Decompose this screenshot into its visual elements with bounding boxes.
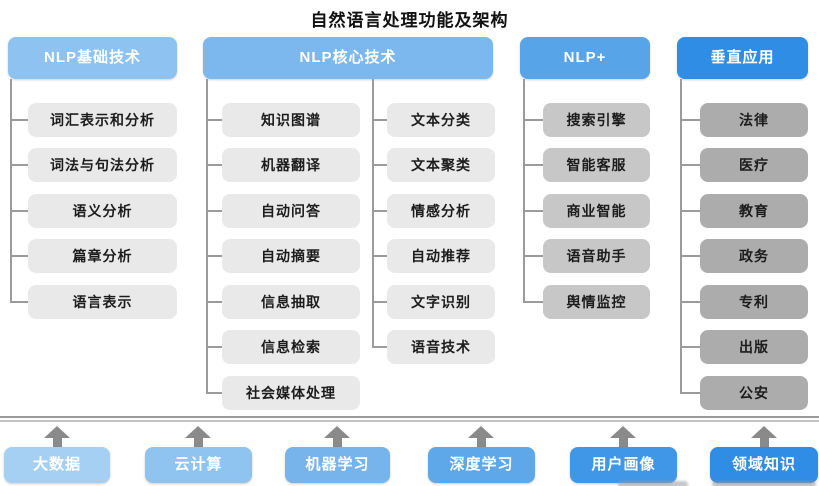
up-arrow-icon (185, 426, 211, 447)
connector-line (680, 164, 700, 166)
up-arrow-icon (468, 426, 494, 447)
connector-line (680, 79, 682, 394)
connector-line (372, 255, 387, 257)
core-tech-node: 自动问答 (222, 194, 360, 228)
vertical-app-node: 医疗 (700, 148, 808, 182)
connector-line (523, 119, 543, 121)
connector-line (206, 301, 222, 303)
core-tech-node: 自动推荐 (387, 239, 495, 273)
nlp-plus-node: 商业智能 (543, 194, 650, 228)
watermark-remnant (618, 481, 688, 486)
nlp-plus-node: 搜索引擎 (543, 103, 650, 137)
foundation-node: 用户画像 (570, 447, 677, 483)
core-tech-node: 信息抽取 (222, 285, 360, 319)
core-tech-node: 情感分析 (387, 194, 495, 228)
connector-line (680, 392, 700, 394)
connector-line (680, 301, 700, 303)
connector-line (10, 79, 12, 303)
connector-line (372, 346, 387, 348)
nlp-plus-node: 语音助手 (543, 239, 650, 273)
connector-line (206, 164, 222, 166)
basic-tech-node: 语言表示 (28, 285, 177, 319)
vertical-app-node: 政务 (700, 239, 808, 273)
connector-line (372, 119, 387, 121)
connector-line (372, 301, 387, 303)
header-nlp-core-tech: NLP核心技术 (203, 37, 493, 79)
core-tech-node: 自动摘要 (222, 239, 360, 273)
connector-line (10, 119, 28, 121)
core-tech-node: 文字识别 (387, 285, 495, 319)
core-tech-node: 信息检索 (222, 330, 360, 364)
connector-line (206, 392, 222, 394)
connector-line (10, 164, 28, 166)
connector-line (10, 210, 28, 212)
connector-line (10, 255, 28, 257)
diagram-title: 自然语言处理功能及架构 (310, 11, 509, 30)
up-arrow-icon (324, 426, 350, 447)
core-tech-node: 文本聚类 (387, 148, 495, 182)
connector-line (523, 255, 543, 257)
basic-tech-node: 语义分析 (28, 194, 177, 228)
connector-line (372, 164, 387, 166)
foundation-node: 深度学习 (428, 447, 535, 483)
basic-tech-node: 词法与句法分析 (28, 148, 177, 182)
header-vertical-apps: 垂直应用 (677, 37, 808, 79)
connector-line (372, 79, 374, 348)
vertical-app-node: 公安 (700, 376, 808, 410)
separator-line (0, 420, 819, 422)
basic-tech-node: 词汇表示和分析 (28, 103, 177, 137)
connector-line (523, 164, 543, 166)
connector-line (206, 255, 222, 257)
connector-line (206, 119, 222, 121)
up-arrow-icon (610, 426, 636, 447)
up-arrow-icon (751, 426, 777, 447)
foundation-node: 机器学习 (285, 447, 390, 483)
core-tech-node: 语音技术 (387, 330, 495, 364)
nlp-plus-node: 智能客服 (543, 148, 650, 182)
connector-line (206, 346, 222, 348)
connector-line (680, 255, 700, 257)
vertical-app-node: 法律 (700, 103, 808, 137)
connector-line (206, 79, 208, 394)
connector-line (206, 210, 222, 212)
connector-line (10, 301, 28, 303)
connector-line (680, 119, 700, 121)
connector-line (523, 210, 543, 212)
header-nlp-plus: NLP+ (520, 37, 650, 79)
connector-line (680, 210, 700, 212)
foundation-node: 领域知识 (710, 447, 818, 483)
foundation-node: 大数据 (4, 447, 110, 483)
connector-line (372, 210, 387, 212)
header-nlp-basic-tech: NLP基础技术 (8, 37, 177, 79)
connector-line (523, 301, 543, 303)
up-arrow-icon (44, 426, 70, 447)
core-tech-node: 社会媒体处理 (222, 376, 360, 410)
core-tech-node: 知识图谱 (222, 103, 360, 137)
separator-line (0, 416, 819, 418)
connector-line (680, 346, 700, 348)
basic-tech-node: 篇章分析 (28, 239, 177, 273)
vertical-app-node: 出版 (700, 330, 808, 364)
core-tech-node: 机器翻译 (222, 148, 360, 182)
vertical-app-node: 专利 (700, 285, 808, 319)
core-tech-node: 文本分类 (387, 103, 495, 137)
nlp-plus-node: 舆情监控 (543, 285, 650, 319)
vertical-app-node: 教育 (700, 194, 808, 228)
watermark-remnant (712, 481, 816, 486)
connector-line (523, 79, 525, 303)
foundation-node: 云计算 (145, 447, 252, 483)
